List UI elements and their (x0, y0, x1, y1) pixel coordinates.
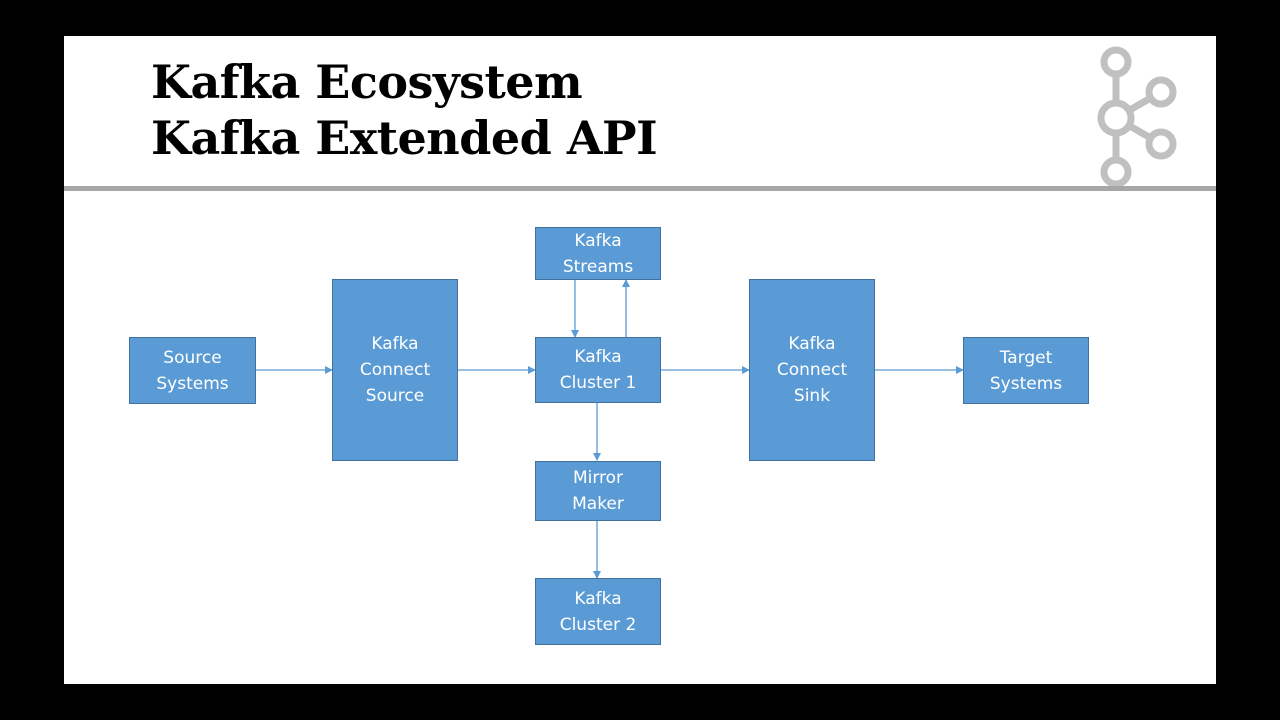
slide-title-line-2: Kafka Extended API (151, 111, 658, 165)
node-kafka-cluster-1: Kafka Cluster 1 (535, 337, 661, 403)
node-source-systems: Source Systems (129, 337, 256, 404)
slide: Kafka Ecosystem Kafka Extended API (64, 36, 1216, 684)
diagram-connectors (256, 279, 964, 579)
title-divider (64, 186, 1216, 191)
node-mirror-maker: Mirror Maker (535, 461, 661, 521)
node-kafka-streams: Kafka Streams (535, 227, 661, 280)
kafka-logo-icon (1097, 46, 1177, 188)
node-kafka-cluster-2: Kafka Cluster 2 (535, 578, 661, 645)
node-target-systems: Target Systems (963, 337, 1089, 404)
slide-title-line-1: Kafka Ecosystem (151, 55, 583, 109)
node-kafka-connect-sink: Kafka Connect Sink (749, 279, 875, 461)
node-kafka-connect-source: Kafka Connect Source (332, 279, 458, 461)
